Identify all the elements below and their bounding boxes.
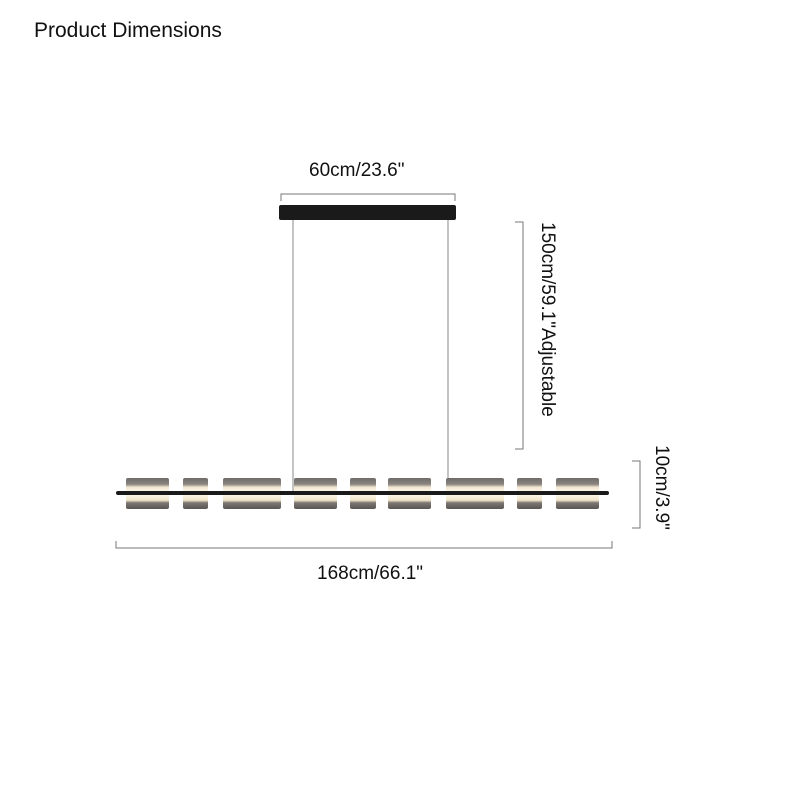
fixture-height-bracket [632,460,641,529]
page-title: Product Dimensions [34,19,222,42]
ceiling-canopy [279,205,456,220]
total-length-label: 168cm/66.1" [317,563,424,584]
fixture-height-label: 10cm/3.9" [651,445,672,530]
drop-height-label: 150cm/59.1"Adjustable [537,222,558,417]
drop-height-bracket [515,221,524,450]
fixture-bar [116,491,609,495]
canopy-width-label: 60cm/23.6" [309,160,405,181]
total-length-bracket [115,541,613,549]
canopy-width-bracket [280,193,456,201]
